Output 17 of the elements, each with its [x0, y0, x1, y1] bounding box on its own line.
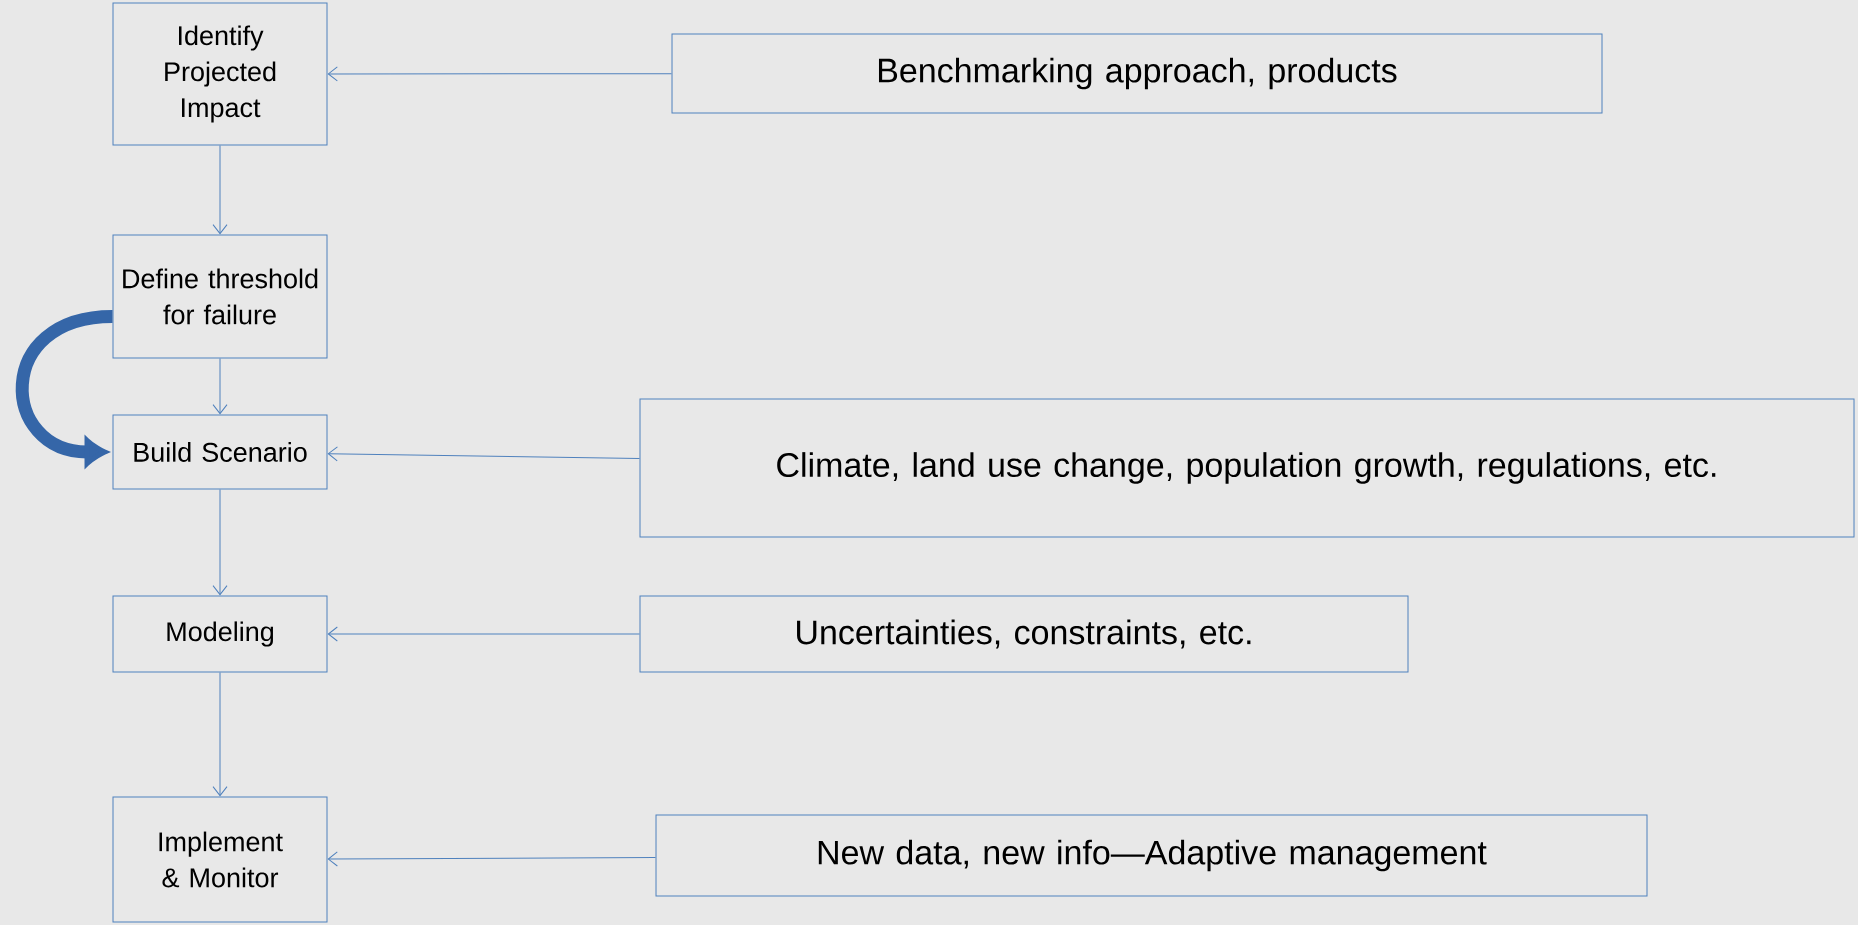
process-box: Implement & Monitor: [112, 796, 328, 923]
arrow: [212, 489, 228, 596]
process-box: Identify Projected Impact: [112, 2, 328, 146]
process-box: Define threshold for failure: [112, 234, 328, 359]
arrow: [327, 626, 640, 642]
process-box: Modeling: [112, 595, 328, 673]
arrow: [327, 446, 640, 462]
process-box: Benchmarking approach, products: [671, 33, 1603, 114]
arrow: [212, 672, 228, 797]
process-box: Climate, land use change, population growth, regulations, etc.: [639, 398, 1855, 538]
process-box: Uncertainties, constraints, etc.: [639, 595, 1409, 673]
process-box: Build Scenario: [112, 414, 328, 490]
process-box: New data, new info—Adaptive management: [655, 814, 1648, 897]
arrow: [327, 851, 656, 867]
arrow: [212, 358, 228, 415]
arrow: [212, 145, 228, 235]
arrow: [327, 66, 672, 82]
